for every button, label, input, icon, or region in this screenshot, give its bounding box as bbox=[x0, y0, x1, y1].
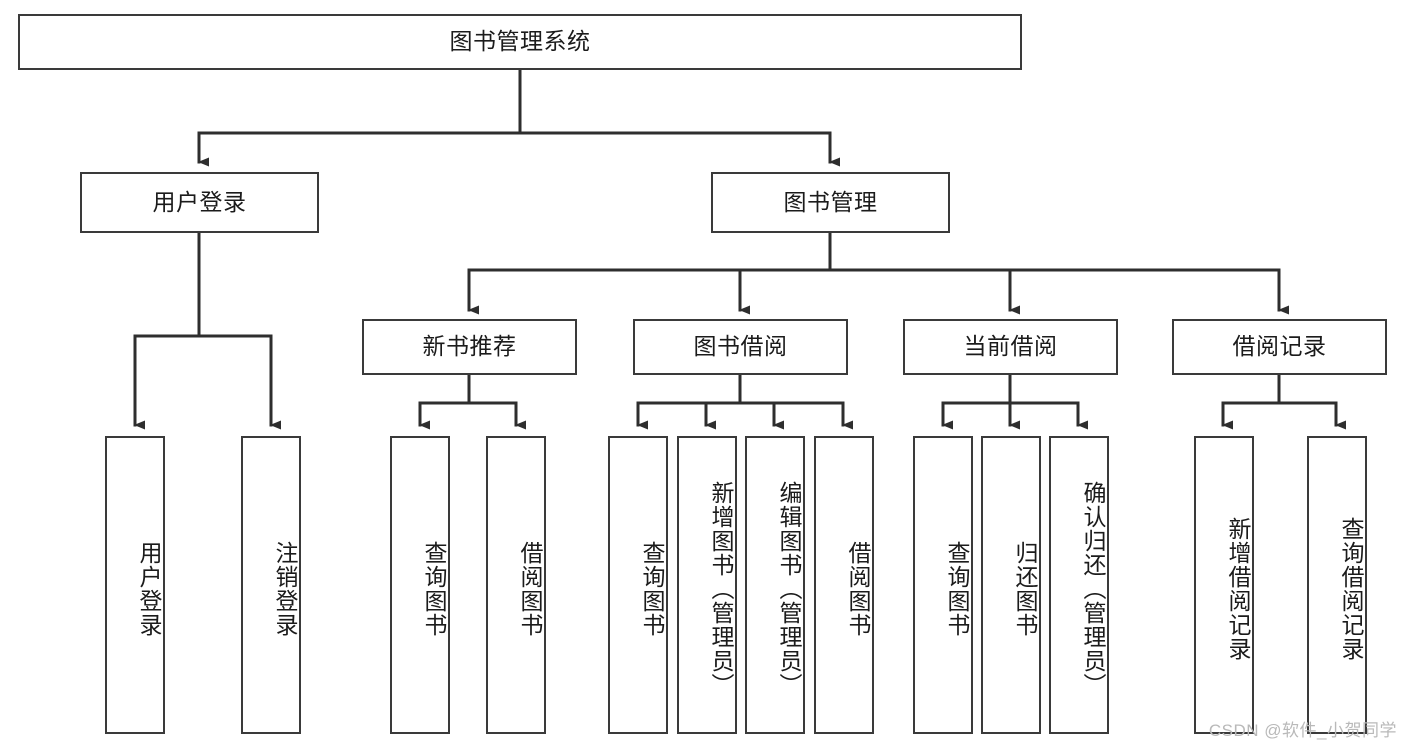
node-label: 新增图书（管理员） bbox=[708, 481, 734, 697]
node-book-management[interactable]: 图书管理 bbox=[711, 172, 950, 233]
node-label: 编辑图书（管理员） bbox=[776, 481, 802, 697]
leaf-current-confirm-return[interactable]: 确认归还（管理员） bbox=[1049, 436, 1109, 734]
leaf-current-query-book[interactable]: 查询图书 bbox=[913, 436, 973, 734]
node-user-login[interactable]: 用户登录 bbox=[80, 172, 319, 233]
node-label: 借阅图书 bbox=[845, 541, 871, 637]
node-label: 确认归还（管理员） bbox=[1080, 481, 1106, 697]
leaf-user-logout[interactable]: 注销登录 bbox=[241, 436, 301, 734]
node-label: 新书推荐 bbox=[422, 333, 517, 360]
node-label: 查询图书 bbox=[944, 541, 970, 637]
leaf-record-query[interactable]: 查询借阅记录 bbox=[1307, 436, 1367, 734]
node-root-system[interactable]: 图书管理系统 bbox=[18, 14, 1022, 70]
node-book-borrow[interactable]: 图书借阅 bbox=[633, 319, 848, 375]
node-current-borrow[interactable]: 当前借阅 bbox=[903, 319, 1118, 375]
node-label: 查询图书 bbox=[421, 541, 447, 637]
node-label: 归还图书 bbox=[1012, 541, 1038, 637]
node-label: 查询借阅记录 bbox=[1338, 517, 1364, 661]
leaf-borrow-borrow-book[interactable]: 借阅图书 bbox=[814, 436, 874, 734]
node-label: 新增借阅记录 bbox=[1225, 517, 1251, 661]
node-borrow-record[interactable]: 借阅记录 bbox=[1172, 319, 1387, 375]
csdn-watermark: CSDN @软件_小贺同学 bbox=[1208, 721, 1397, 740]
node-label: 图书管理系统 bbox=[449, 28, 591, 55]
node-new-book-recommend[interactable]: 新书推荐 bbox=[362, 319, 577, 375]
node-label: 借阅图书 bbox=[517, 541, 543, 637]
leaf-borrow-edit-book[interactable]: 编辑图书（管理员） bbox=[745, 436, 805, 734]
node-label: 借阅记录 bbox=[1232, 333, 1327, 360]
leaf-record-add[interactable]: 新增借阅记录 bbox=[1194, 436, 1254, 734]
leaf-recommend-borrow-book[interactable]: 借阅图书 bbox=[486, 436, 546, 734]
leaf-current-return-book[interactable]: 归还图书 bbox=[981, 436, 1041, 734]
leaf-recommend-query-book[interactable]: 查询图书 bbox=[390, 436, 450, 734]
leaf-borrow-add-book[interactable]: 新增图书（管理员） bbox=[677, 436, 737, 734]
leaf-user-login[interactable]: 用户登录 bbox=[105, 436, 165, 734]
node-label: 注销登录 bbox=[272, 541, 298, 637]
node-label: 图书管理 bbox=[783, 188, 878, 215]
node-label: 用户登录 bbox=[136, 541, 162, 637]
node-label: 查询图书 bbox=[639, 541, 665, 637]
node-label: 图书借阅 bbox=[693, 333, 788, 360]
leaf-borrow-query-book[interactable]: 查询图书 bbox=[608, 436, 668, 734]
node-label: 当前借阅 bbox=[963, 333, 1058, 360]
node-label: 用户登录 bbox=[152, 188, 247, 215]
